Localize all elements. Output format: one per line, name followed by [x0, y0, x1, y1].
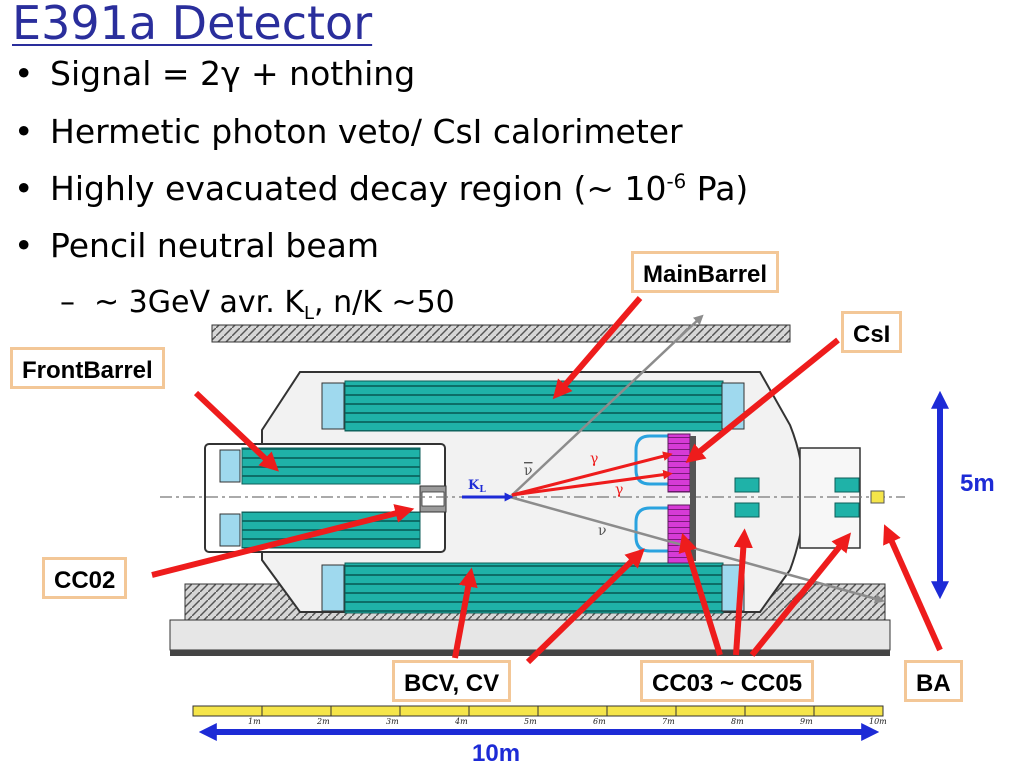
ruler-tick-label: 8m [731, 717, 744, 726]
arrow-ba [883, 524, 943, 652]
bullet-dot: • [14, 112, 34, 151]
overhead-beam-bar [211, 324, 791, 343]
cc04-counter [734, 502, 760, 518]
ruler-tick-label: 1m [248, 717, 261, 726]
bullet-text: Pencil neutral beam [50, 226, 380, 265]
arrow-bcv [452, 567, 478, 659]
bullet-text: + nothing [240, 54, 416, 93]
front-barrel-end-cap [219, 449, 241, 483]
arrow-csi [685, 337, 840, 464]
neutrino-label: ν [598, 523, 607, 539]
ruler-tick-label: 10m [869, 717, 887, 726]
bullet-dot: • [14, 54, 34, 93]
bullet-pencil-beam: • Pencil neutral beam [14, 226, 379, 266]
scale-ruler-ticks: 1m 2m 3m 4m 5m 6m 7m 8m 9m 10m [248, 706, 887, 726]
ruler-tick-label: 7m [662, 717, 675, 726]
cc05-counter [834, 477, 860, 493]
gamma-symbol: γ [221, 54, 241, 93]
csi-support [690, 436, 696, 561]
main-barrel-lower [344, 562, 724, 614]
ba-counter [870, 490, 885, 504]
bullet-text: Pa) [686, 169, 749, 208]
ruler-tick-label: 9m [800, 717, 813, 726]
bullet-vacuum: • Highly evacuated decay region (~ 10-6 P… [14, 169, 748, 209]
label-cc03-cc05: CC03 ~ CC05 [640, 660, 815, 702]
ruler-tick-label: 6m [593, 717, 606, 726]
length-dimension-label: 10m [472, 740, 521, 767]
bullet-signal: • Signal = 2γ + nothing [14, 54, 415, 94]
label-bcv-cv: BCV, CV [392, 660, 512, 702]
antineutrino-label: ν [524, 463, 533, 479]
gamma-track-1 [511, 451, 673, 497]
gamma-label-upper: γ [590, 451, 598, 467]
height-dimension-label: 5m [960, 470, 995, 497]
cv-bracket-upper [634, 434, 668, 486]
arrow-cc02 [151, 504, 415, 578]
cc02-counter-inner [421, 491, 445, 507]
bullet-text: Signal = 2 [50, 54, 221, 93]
bullet-dot: • [14, 169, 34, 208]
main-barrel-end-cap [321, 382, 345, 430]
arrow-main-barrel [552, 296, 643, 400]
arrow-front-barrel [193, 390, 279, 472]
main-barrel-end-cap [321, 564, 345, 612]
kl-label: KL [468, 478, 486, 495]
floor-base [169, 619, 891, 651]
gamma-track-2 [511, 469, 673, 497]
cc04-counter [734, 477, 760, 493]
dash-marker: – [60, 285, 75, 320]
bullet-text: Hermetic photon veto/ CsI calorimeter [50, 112, 683, 151]
cc05-counter [834, 502, 860, 518]
arrow-cc04 [733, 528, 753, 656]
arrow-cv [525, 548, 645, 665]
floor-rail [170, 650, 890, 656]
ruler-tick-label: 2m [316, 717, 330, 726]
bullet-text: ~ 3GeV avr. K [94, 285, 304, 320]
label-main-barrel: MainBarrel [631, 251, 780, 293]
exponent: -6 [666, 170, 687, 193]
label-ba: BA [904, 660, 963, 702]
ruler-tick-label: 5m [524, 717, 537, 726]
main-barrel-upper [344, 380, 724, 432]
ruler-tick-label: 4m [454, 717, 468, 726]
label-front-barrel: FrontBarrel [10, 347, 165, 389]
bullet-text: , n/K ~50 [314, 285, 455, 320]
rear-chamber [799, 447, 861, 549]
subscript: L [304, 303, 315, 324]
neutrino-track-upper [509, 314, 704, 498]
slide-title: E391a Detector [12, 0, 373, 50]
front-barrel-end-cap [219, 513, 241, 547]
arrow-cc03 [678, 532, 723, 656]
bullet-text: Highly evacuated decay region (~ 10 [50, 169, 667, 208]
label-cc02: CC02 [42, 557, 128, 599]
bullet-hermetic: • Hermetic photon veto/ CsI calorimeter [14, 112, 683, 152]
label-csi: CsI [841, 311, 903, 353]
arrow-cc05 [749, 532, 852, 657]
csi-calorimeter-upper [667, 433, 691, 493]
bullet-dot: • [14, 226, 34, 265]
gamma-label-lower: γ [615, 482, 623, 498]
ruler-tick-label: 3m [386, 717, 399, 726]
sub-bullet-beam-energy: –~ 3GeV avr. KL, n/K ~50 [60, 283, 455, 323]
